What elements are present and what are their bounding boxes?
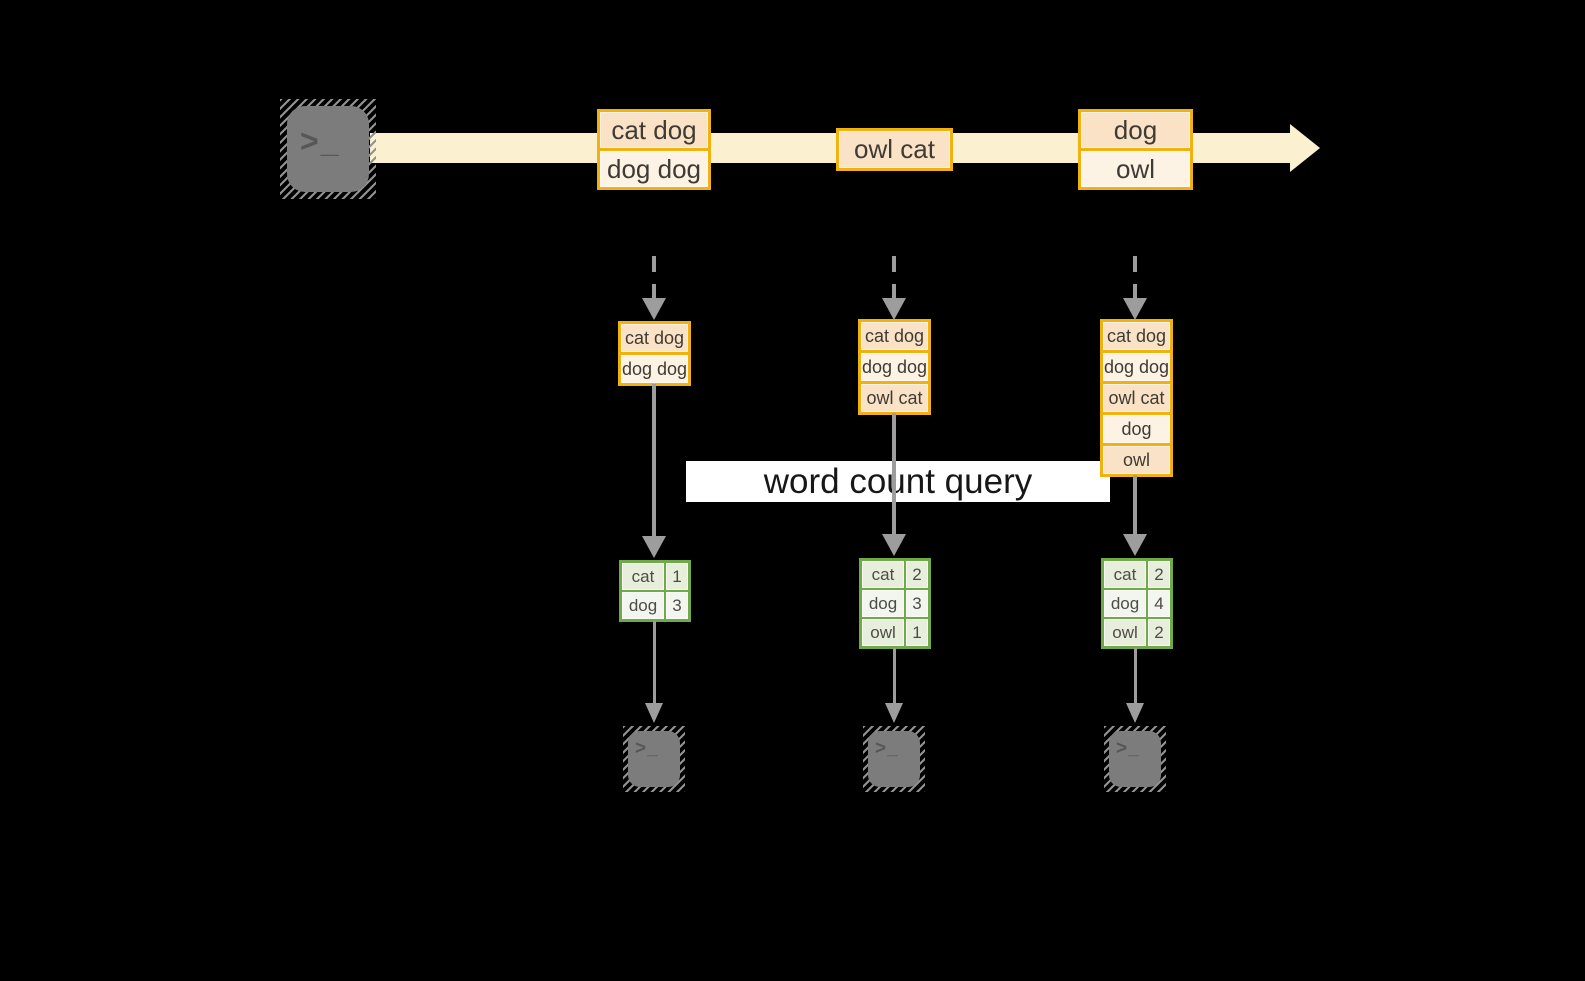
arrow-line bbox=[893, 648, 896, 703]
count-cell: 4 bbox=[1148, 590, 1170, 617]
stream-record-line: dog bbox=[1081, 112, 1190, 148]
arrow-line bbox=[653, 621, 656, 703]
word-cell: dog bbox=[862, 590, 904, 617]
table-row: dog 3 bbox=[622, 592, 688, 619]
word-count-table: cat 2 dog 4 owl 2 bbox=[1101, 558, 1173, 649]
arrowhead-icon bbox=[642, 536, 666, 558]
buffer-record: dog dog bbox=[1103, 353, 1170, 381]
source-terminal-icon: >_ bbox=[280, 99, 376, 199]
dashed-arrowhead-icon bbox=[1123, 298, 1147, 320]
consumer-terminal-icon: >_ bbox=[623, 726, 685, 792]
arrowhead-icon bbox=[882, 534, 906, 556]
count-cell: 2 bbox=[1148, 561, 1170, 588]
partition-buffer: cat dog dog dog bbox=[618, 321, 691, 386]
buffer-record: dog dog bbox=[861, 353, 928, 381]
table-row: owl 1 bbox=[862, 619, 928, 646]
buffer-record: owl cat bbox=[1103, 384, 1170, 412]
word-count-query-banner: word count query bbox=[686, 461, 1110, 502]
buffer-record: dog dog bbox=[621, 355, 688, 383]
stream-record-line: cat dog bbox=[600, 112, 708, 148]
partition-buffer: cat dog dog dog owl cat dog owl bbox=[1100, 319, 1173, 477]
arrowhead-icon bbox=[645, 703, 663, 723]
count-cell: 3 bbox=[666, 592, 688, 619]
terminal-body bbox=[868, 731, 920, 787]
word-count-table: cat 2 dog 3 owl 1 bbox=[859, 558, 931, 649]
buffer-record: cat dog bbox=[861, 322, 928, 350]
table-row: cat 2 bbox=[862, 561, 928, 588]
terminal-body bbox=[628, 731, 680, 787]
terminal-body bbox=[287, 106, 369, 192]
buffer-record: cat dog bbox=[621, 324, 688, 352]
terminal-prompt-glyph: >_ bbox=[1116, 738, 1140, 759]
terminal-prompt-glyph: >_ bbox=[875, 738, 899, 759]
count-cell: 2 bbox=[1148, 619, 1170, 646]
terminal-body bbox=[1109, 731, 1161, 787]
arrow-line bbox=[652, 384, 656, 536]
word-count-table: cat 1 dog 3 bbox=[619, 560, 691, 622]
arrowhead-icon bbox=[1123, 534, 1147, 556]
table-row: cat 2 bbox=[1104, 561, 1170, 588]
dashed-arrowhead-icon bbox=[642, 298, 666, 320]
consumer-terminal-icon: >_ bbox=[1104, 726, 1166, 792]
table-row: owl 2 bbox=[1104, 619, 1170, 646]
stream-record-line: owl bbox=[1081, 151, 1190, 187]
arrow-line bbox=[1134, 648, 1137, 703]
terminal-prompt-glyph: >_ bbox=[635, 738, 659, 759]
stream-record: cat dog dog dog bbox=[597, 109, 711, 190]
stream-arrowhead-icon bbox=[1290, 124, 1320, 172]
table-row: dog 4 bbox=[1104, 590, 1170, 617]
buffer-record: owl bbox=[1103, 446, 1170, 474]
stream-record: dog owl bbox=[1078, 109, 1193, 190]
stream-record-line: dog dog bbox=[600, 151, 708, 187]
buffer-record: owl cat bbox=[861, 384, 928, 412]
count-cell: 1 bbox=[666, 563, 688, 590]
arrow-line bbox=[1133, 475, 1137, 534]
table-row: dog 3 bbox=[862, 590, 928, 617]
word-cell: cat bbox=[622, 563, 664, 590]
table-row: cat 1 bbox=[622, 563, 688, 590]
word-cell: cat bbox=[1104, 561, 1146, 588]
arrow-line bbox=[892, 413, 896, 534]
buffer-record: dog bbox=[1103, 415, 1170, 443]
count-cell: 2 bbox=[906, 561, 928, 588]
buffer-record: cat dog bbox=[1103, 322, 1170, 350]
word-cell: owl bbox=[862, 619, 904, 646]
arrowhead-icon bbox=[1126, 703, 1144, 723]
consumer-terminal-icon: >_ bbox=[863, 726, 925, 792]
dashed-arrow-line bbox=[892, 256, 896, 300]
dashed-arrow-line bbox=[652, 256, 656, 300]
word-cell: dog bbox=[1104, 590, 1146, 617]
terminal-prompt-glyph: >_ bbox=[300, 123, 341, 159]
dashed-arrow-line bbox=[1133, 256, 1137, 300]
partition-buffer: cat dog dog dog owl cat bbox=[858, 319, 931, 415]
arrowhead-icon bbox=[885, 703, 903, 723]
count-cell: 1 bbox=[906, 619, 928, 646]
word-cell: cat bbox=[862, 561, 904, 588]
count-cell: 3 bbox=[906, 590, 928, 617]
dashed-arrowhead-icon bbox=[882, 298, 906, 320]
stream-record: owl cat bbox=[836, 128, 953, 171]
stream-record-line: owl cat bbox=[839, 131, 950, 168]
word-cell: dog bbox=[622, 592, 664, 619]
word-cell: owl bbox=[1104, 619, 1146, 646]
